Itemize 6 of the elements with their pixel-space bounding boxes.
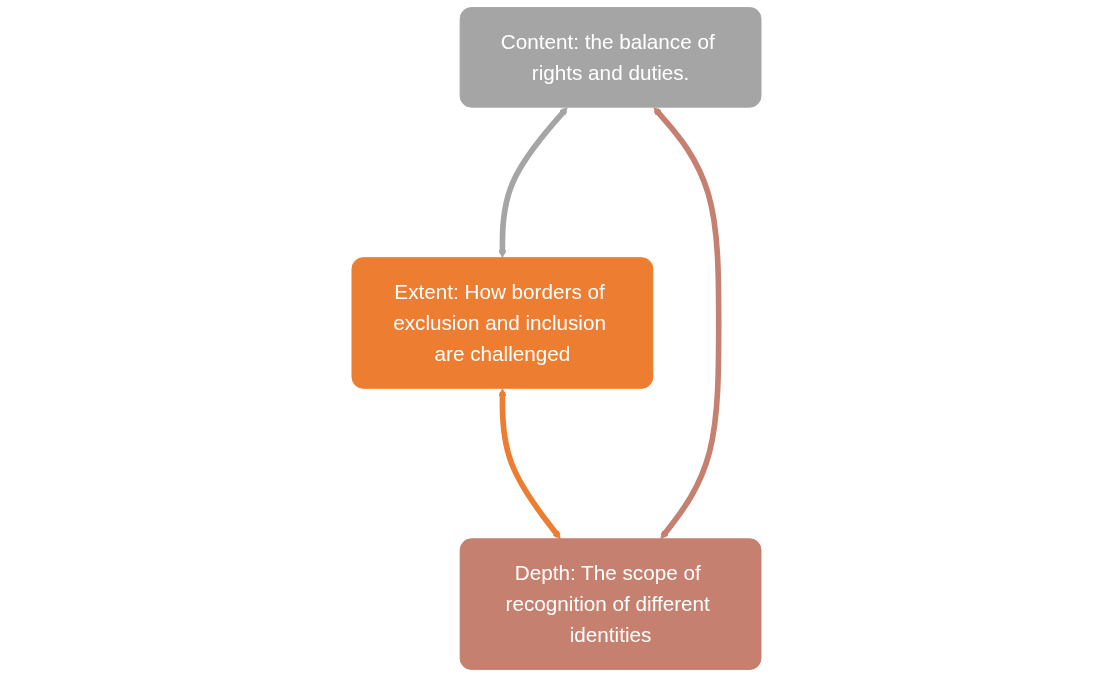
node-box: Extent: How borders of exclusion and inclusion are challenged — [351, 257, 654, 389]
node-box: Depth: The scope of recognition of different identities — [459, 538, 762, 670]
node-box: Content: the balance of rights and duties. — [459, 7, 762, 108]
arrow — [498, 388, 561, 540]
arrow — [653, 107, 722, 540]
arrow — [498, 107, 568, 258]
